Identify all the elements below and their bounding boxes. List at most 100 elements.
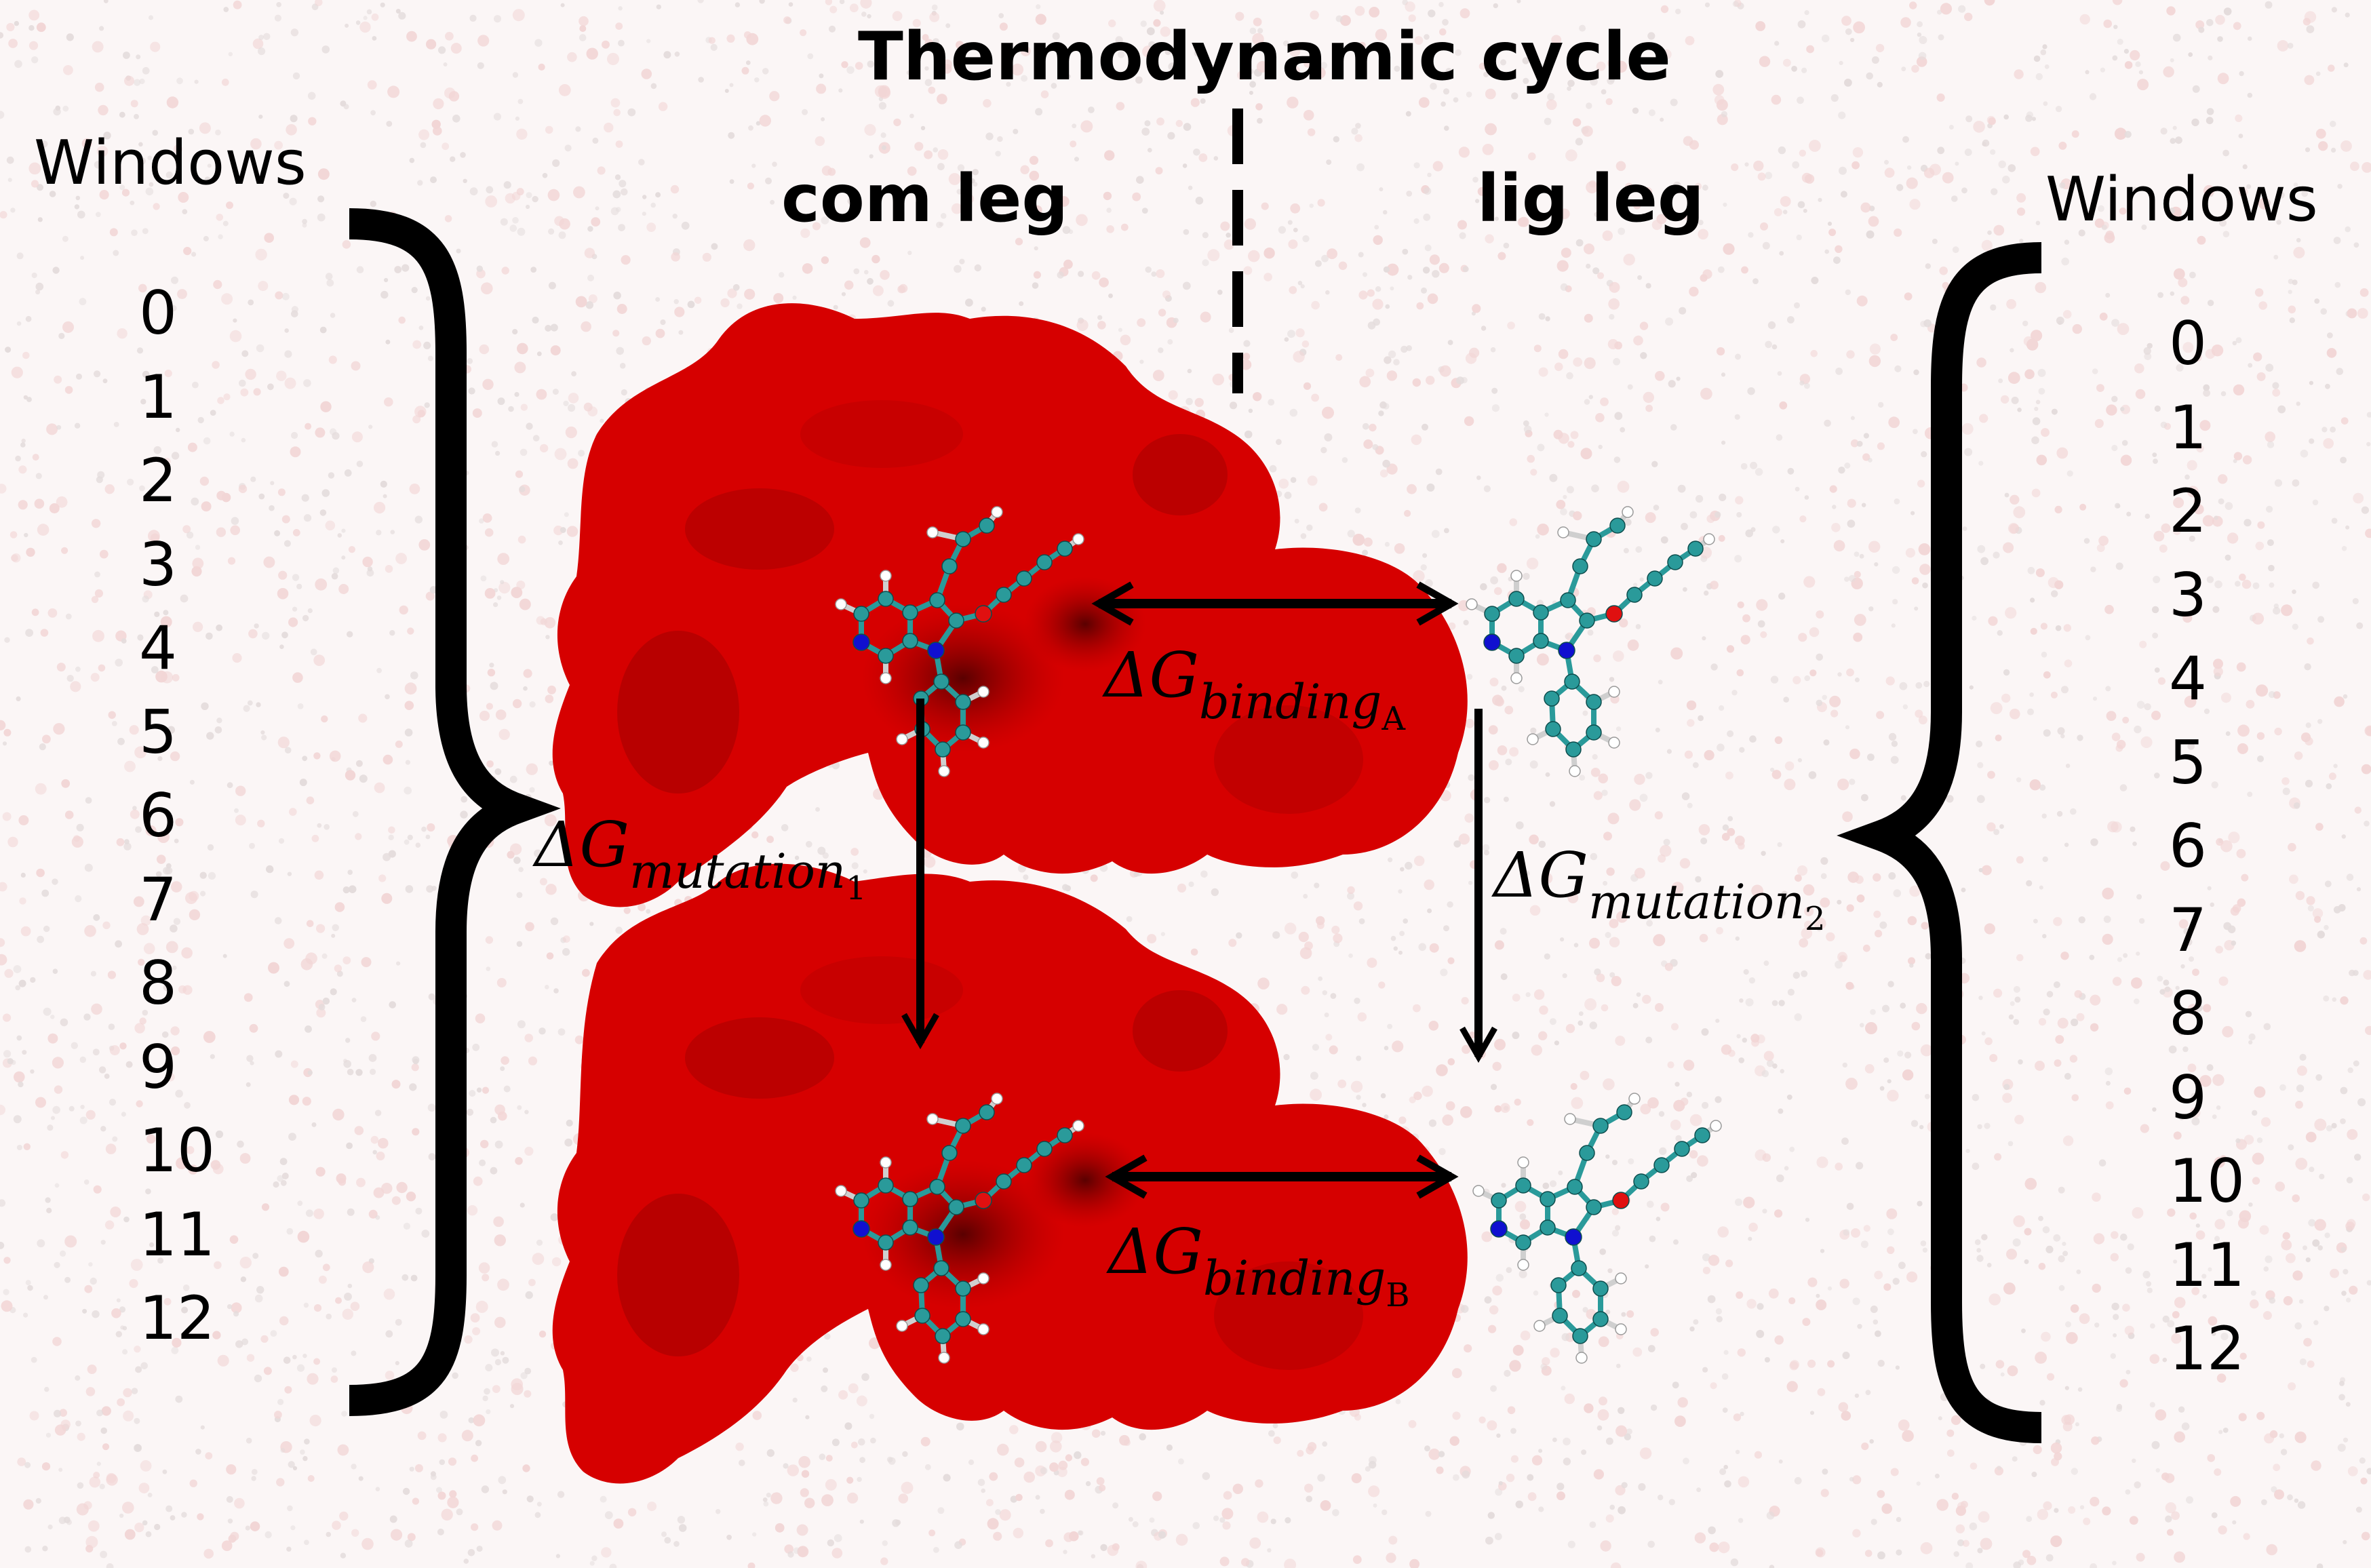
ligand-atom-c xyxy=(1484,606,1500,622)
right-window-index: 11 xyxy=(2169,1230,2245,1300)
left-window-index: 6 xyxy=(139,781,177,850)
ligand-atom-c xyxy=(933,1260,949,1276)
ligand-atom-c xyxy=(1550,1277,1567,1293)
ligand-atom-c xyxy=(955,1118,971,1134)
right-window-index: 6 xyxy=(2169,811,2207,881)
ligand-atom-c xyxy=(1016,1157,1032,1173)
ligand-atom-c xyxy=(1036,554,1053,570)
left-window-index: 10 xyxy=(139,1116,215,1185)
ligand-atom-c xyxy=(1579,1145,1595,1161)
ligand-atom-h xyxy=(977,686,989,698)
ligand-atom-c xyxy=(1544,690,1560,707)
ligand-atom-c xyxy=(1508,648,1525,664)
ligand-atom-c xyxy=(1057,1127,1073,1143)
ligand-atom-c xyxy=(1653,1157,1670,1173)
ligand-atom-c xyxy=(1571,1260,1587,1276)
ligand-atom-h xyxy=(1510,570,1523,582)
ligand-atom-c xyxy=(1515,1234,1531,1251)
ligand-atom-h xyxy=(938,765,950,777)
left-window-index: 3 xyxy=(139,529,177,600)
ligand-atom-n xyxy=(853,633,870,651)
left-window-index: 9 xyxy=(139,1032,177,1102)
left-window-index: 2 xyxy=(139,446,177,515)
ligand-atom-h xyxy=(880,1156,892,1169)
ligand-atom-h xyxy=(1472,1185,1485,1197)
ligand-atom-c xyxy=(1592,1280,1609,1297)
right-window-index: 4 xyxy=(2169,644,2207,713)
ligand-atom-h xyxy=(1615,1323,1627,1335)
ligand-atom-h xyxy=(977,1272,989,1285)
ligand-atom-c xyxy=(1491,1192,1507,1209)
ligand-atom-c xyxy=(1533,633,1549,649)
right-brace xyxy=(1837,242,2042,1443)
left-window-index: 11 xyxy=(139,1199,215,1270)
ligand-atom-o xyxy=(975,1192,992,1209)
right-window-index: 7 xyxy=(2169,895,2207,965)
ligand-atom-h xyxy=(835,598,847,610)
ligand-atom-h xyxy=(1703,533,1715,545)
ligand-atom-c xyxy=(1572,558,1588,574)
ligand-atom-h xyxy=(1533,1320,1546,1332)
ligand-atom-h xyxy=(1575,1352,1588,1364)
left-brace xyxy=(349,208,561,1416)
left-window-index: 1 xyxy=(139,361,177,432)
ligand-atom-h xyxy=(1510,672,1523,684)
delta-g-binding-b: ΔGbindingB xyxy=(1108,1215,1410,1314)
ligand-atom-c xyxy=(1565,741,1582,758)
right-window-index: 8 xyxy=(2169,979,2207,1048)
delta-g-mutation-1: ΔGmutation1 xyxy=(534,808,867,907)
left-window-index: 0 xyxy=(139,278,177,348)
left-window-index: 5 xyxy=(139,697,177,767)
ligand-atom-c xyxy=(1586,531,1602,547)
ligand-atom-h xyxy=(1710,1120,1722,1132)
ligand-atom-c xyxy=(1667,554,1683,570)
ligand-atom-c xyxy=(1540,1191,1556,1207)
ligand-atom-n xyxy=(1565,1228,1582,1246)
ligand-atom-h xyxy=(1615,1272,1627,1285)
ligand-atom-h xyxy=(896,733,908,745)
ligand-atom-c xyxy=(878,1234,894,1251)
ligand-atom-h xyxy=(1517,1156,1529,1169)
ligand-atom-h xyxy=(1466,598,1478,610)
left-window-index: 8 xyxy=(139,948,177,1018)
com-leg-label: com leg xyxy=(781,161,1069,237)
windows-label-right: Windows xyxy=(2045,164,2318,235)
ligand-atom-h xyxy=(880,1259,892,1271)
ligand-atom-n xyxy=(927,642,945,659)
ligand-atom-c xyxy=(1626,587,1643,603)
ligand-atom-c xyxy=(1694,1127,1710,1143)
ligand-atom-h xyxy=(938,1352,950,1364)
ligand-atom-c xyxy=(1572,1328,1588,1344)
ligand-atom-h xyxy=(896,1320,908,1332)
ligand-atom-c xyxy=(1609,517,1626,534)
right-window-index: 9 xyxy=(2169,1062,2207,1133)
ligand-atom-c xyxy=(1508,591,1525,607)
ligand-atom-c xyxy=(935,741,951,758)
ligand-atom-c xyxy=(914,1308,930,1324)
ligand-atom-c xyxy=(941,1145,958,1161)
delta-g-binding-a: ΔGbindingA xyxy=(1104,639,1405,738)
ligand-atom-h xyxy=(991,506,1003,518)
ligand-b-free xyxy=(1472,1093,1722,1364)
ligand-b-in-complex xyxy=(835,1093,1084,1364)
ligand-atom-c xyxy=(1036,1141,1053,1157)
ligand-atom-c xyxy=(853,606,869,622)
right-window-index: 0 xyxy=(2169,309,2207,378)
ligand-atom-o xyxy=(1612,1192,1630,1209)
ligand-atom-c xyxy=(1592,1118,1609,1134)
delta-g-mutation-2: ΔGmutation2 xyxy=(1493,839,1826,938)
ligand-atom-c xyxy=(929,1179,945,1195)
ligand-atom-o xyxy=(975,605,992,623)
ligand-atom-c xyxy=(1016,570,1032,587)
ligand-atom-h xyxy=(880,570,892,582)
ligand-atom-c xyxy=(1579,612,1595,629)
ligand-atom-h xyxy=(977,737,989,749)
ligand-atom-n xyxy=(927,1228,945,1246)
ligand-atom-c xyxy=(979,1104,995,1120)
ligand-atom-n xyxy=(1490,1220,1508,1238)
ligand-atom-c xyxy=(1633,1173,1649,1190)
windows-label-left: Windows xyxy=(34,128,307,199)
ligand-atom-c xyxy=(1647,570,1663,587)
